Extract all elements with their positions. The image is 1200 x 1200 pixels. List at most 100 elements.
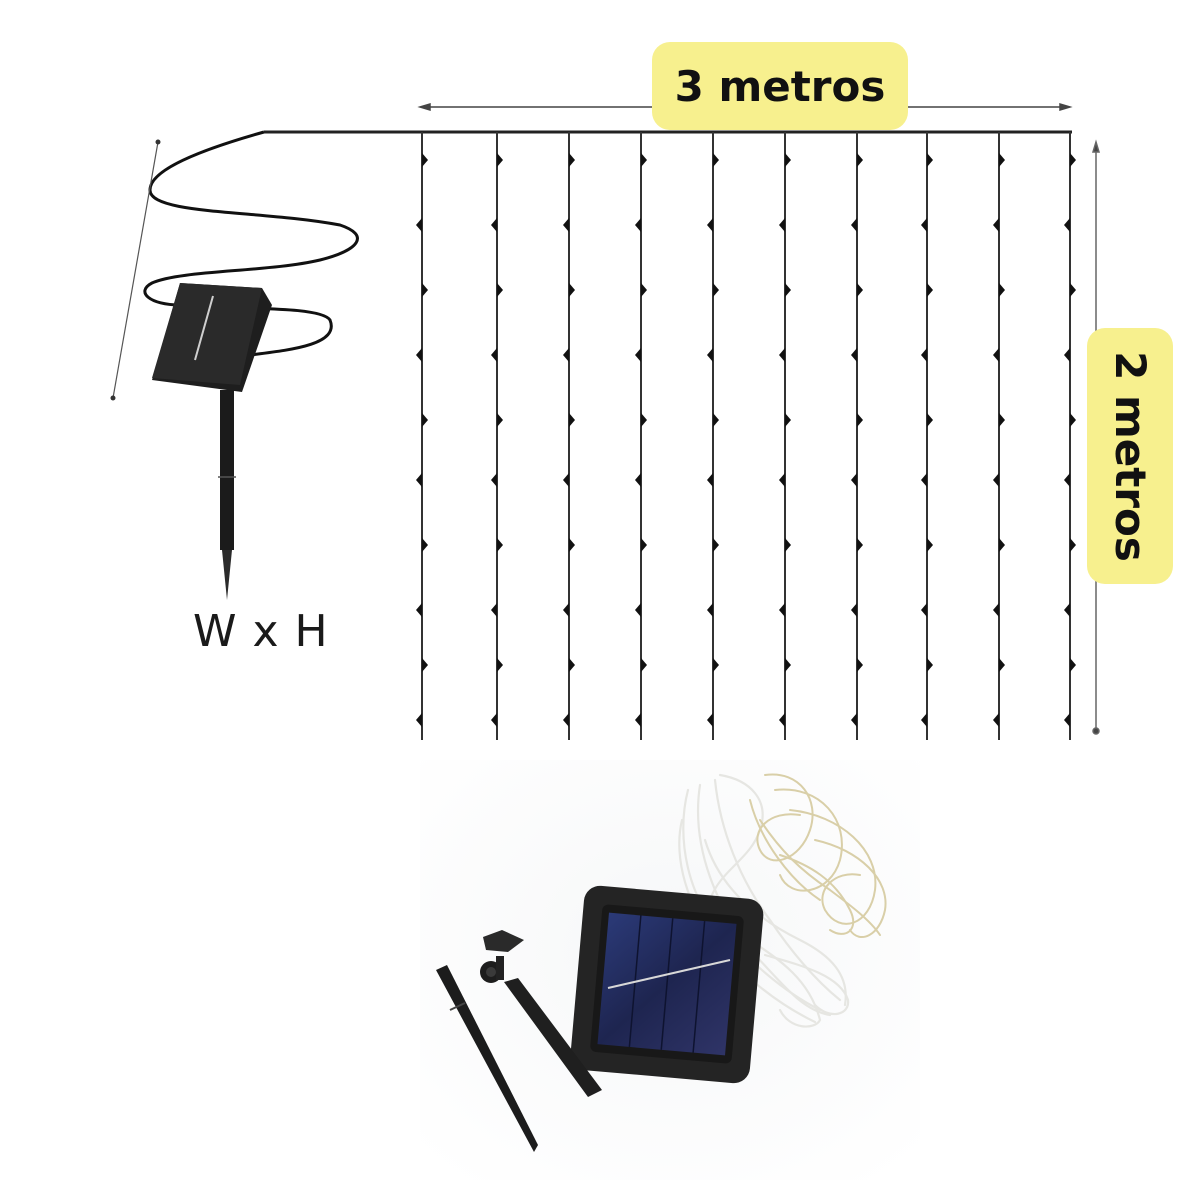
led-bead-icon	[921, 218, 927, 232]
led-bead-icon	[999, 153, 1005, 167]
led-bead-icon	[569, 413, 575, 427]
led-bead-icon	[707, 473, 713, 487]
led-bead-icon	[422, 153, 428, 167]
led-bead-icon	[993, 218, 999, 232]
led-bead-icon	[713, 153, 719, 167]
led-bead-icon	[491, 218, 497, 232]
led-bead-icon	[993, 713, 999, 727]
led-bead-icon	[779, 218, 785, 232]
led-bead-icon	[993, 473, 999, 487]
led-bead-icon	[491, 348, 497, 362]
led-bead-icon	[497, 538, 503, 552]
led-bead-icon	[857, 413, 863, 427]
led-bead-icon	[857, 538, 863, 552]
curtain-diagram-svg	[110, 102, 1101, 740]
led-bead-icon	[422, 538, 428, 552]
led-bead-icon	[563, 218, 569, 232]
led-bead-icon	[921, 348, 927, 362]
led-bead-icon	[1064, 713, 1070, 727]
led-bead-icon	[993, 603, 999, 617]
led-bead-icon	[1070, 153, 1076, 167]
led-bead-icon	[416, 348, 422, 362]
led-bead-icon	[999, 413, 1005, 427]
led-bead-icon	[1070, 283, 1076, 297]
led-bead-icon	[569, 283, 575, 297]
led-bead-icon	[1064, 218, 1070, 232]
led-bead-icon	[1070, 658, 1076, 672]
led-bead-icon	[707, 713, 713, 727]
led-bead-icon	[785, 153, 791, 167]
led-bead-icon	[497, 153, 503, 167]
led-bead-icon	[416, 713, 422, 727]
light-strands	[416, 132, 1076, 740]
led-bead-icon	[857, 658, 863, 672]
led-bead-icon	[999, 538, 1005, 552]
coiled-cable	[143, 130, 359, 357]
led-bead-icon	[497, 413, 503, 427]
led-bead-icon	[422, 658, 428, 672]
solar-panel-icon	[152, 283, 272, 600]
led-bead-icon	[569, 538, 575, 552]
led-bead-icon	[1064, 348, 1070, 362]
led-bead-icon	[927, 283, 933, 297]
led-bead-icon	[851, 603, 857, 617]
led-bead-icon	[641, 413, 647, 427]
led-bead-icon	[1064, 473, 1070, 487]
led-bead-icon	[921, 713, 927, 727]
led-bead-icon	[779, 473, 785, 487]
led-bead-icon	[422, 413, 428, 427]
led-bead-icon	[563, 713, 569, 727]
led-bead-icon	[921, 473, 927, 487]
led-bead-icon	[635, 713, 641, 727]
led-bead-icon	[785, 658, 791, 672]
led-bead-icon	[422, 283, 428, 297]
led-bead-icon	[641, 658, 647, 672]
product-photo-svg	[420, 760, 920, 1180]
led-bead-icon	[993, 348, 999, 362]
led-bead-icon	[851, 473, 857, 487]
solar-panel	[570, 885, 764, 1084]
led-bead-icon	[1070, 413, 1076, 427]
height-label: 2 metros	[1087, 328, 1173, 584]
led-bead-icon	[491, 473, 497, 487]
led-bead-icon	[713, 538, 719, 552]
led-bead-icon	[569, 658, 575, 672]
led-bead-icon	[497, 283, 503, 297]
led-bead-icon	[779, 348, 785, 362]
led-bead-icon	[1070, 538, 1076, 552]
led-bead-icon	[707, 603, 713, 617]
led-bead-icon	[713, 283, 719, 297]
led-bead-icon	[857, 283, 863, 297]
led-bead-icon	[927, 538, 933, 552]
curtain-light-diagram	[110, 102, 1101, 740]
led-bead-icon	[927, 413, 933, 427]
led-bead-icon	[713, 658, 719, 672]
led-bead-icon	[491, 603, 497, 617]
cable-length-line	[110, 139, 161, 401]
led-bead-icon	[707, 348, 713, 362]
led-bead-icon	[713, 413, 719, 427]
width-label: 3 metros	[652, 42, 908, 130]
led-bead-icon	[416, 603, 422, 617]
led-bead-icon	[635, 348, 641, 362]
stake-with-mount	[480, 930, 602, 1097]
led-bead-icon	[785, 538, 791, 552]
product-photo	[420, 760, 920, 1180]
led-bead-icon	[999, 658, 1005, 672]
led-bead-icon	[779, 713, 785, 727]
led-bead-icon	[779, 603, 785, 617]
led-bead-icon	[641, 538, 647, 552]
led-bead-icon	[563, 348, 569, 362]
led-bead-icon	[707, 218, 713, 232]
led-bead-icon	[635, 218, 641, 232]
led-bead-icon	[857, 153, 863, 167]
led-bead-icon	[641, 283, 647, 297]
led-bead-icon	[1064, 603, 1070, 617]
dimension-notation: W x H	[193, 606, 329, 657]
led-bead-icon	[785, 413, 791, 427]
led-bead-icon	[921, 603, 927, 617]
led-bead-icon	[927, 658, 933, 672]
led-bead-icon	[563, 603, 569, 617]
led-bead-icon	[999, 283, 1005, 297]
led-bead-icon	[491, 713, 497, 727]
